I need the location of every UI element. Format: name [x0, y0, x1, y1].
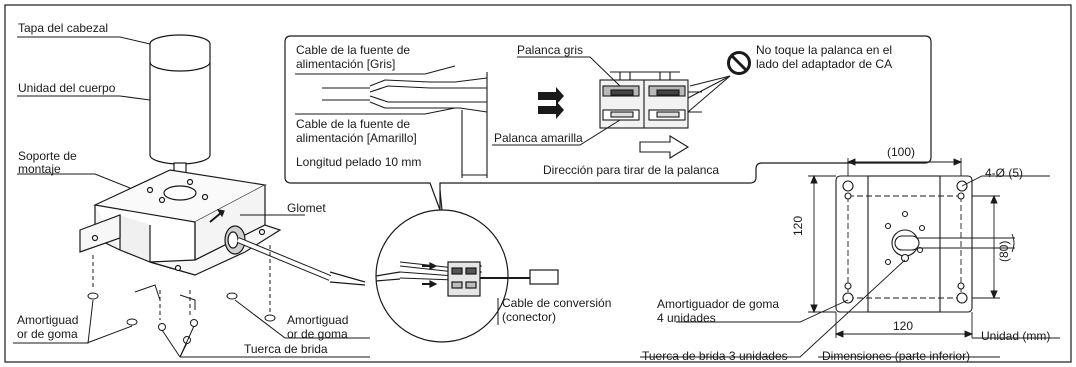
lever-connector [599, 71, 702, 129]
label-glomet: Glomet [287, 201, 326, 215]
dim-bottom-view: Dimensiones (parte inferior) [822, 349, 971, 363]
dim-height-outer: 120 [791, 215, 805, 236]
label-strip-length: Longitud pelado 10 mm [296, 155, 422, 169]
outer-border [4, 4, 1072, 363]
arrow-outline-right-icon [639, 135, 690, 159]
stripped-wires [295, 65, 488, 178]
label-conversion-cable-1: Cable de conversión [502, 296, 612, 310]
dim-flange-nut-count: Tuerca de brida 3 unidades [642, 349, 788, 363]
label-gray-cable-1: Cable de la fuente de [296, 43, 411, 57]
label-gray-lever: Palanca gris [517, 43, 584, 57]
label-rubber-damper-left-2: or de goma [17, 327, 78, 341]
label-rubber-damper-right-2: or de goma [287, 327, 348, 341]
label-conversion-cable-2: (conector) [502, 310, 557, 324]
label-body-unit: Unidad del cuerpo [18, 81, 116, 95]
callout-leaders [492, 56, 731, 146]
label-mount-bracket-1: Soporte de [18, 149, 77, 163]
dim-rubber-damper-count-2: 4 unidades [657, 311, 716, 325]
label-gray-cable-2: alimentación [Gris] [296, 57, 396, 71]
label-rubber-damper-left-1: Amortiguad [17, 313, 79, 327]
left-leaders [13, 36, 370, 358]
dim-width-inner: (100) [887, 145, 916, 159]
connector-detail [375, 189, 559, 343]
label-yellow-cable-1: Cable de la fuente de [296, 117, 411, 131]
label-yellow-lever: Palanca amarilla [494, 131, 583, 145]
body-cylinder [149, 44, 211, 165]
tower-light-assembly [79, 34, 366, 286]
dim-width-outer: 120 [893, 319, 914, 333]
arrow-right-icon [538, 87, 564, 119]
label-yellow-cable-2: alimentación [Amarillo] [296, 131, 417, 145]
dim-unit: Unidad (mm) [981, 329, 1051, 343]
dimension-lines [640, 158, 1060, 358]
dim-hole-spec: 4-Ø (5) [985, 166, 1024, 180]
dim-height-inner: (80) [997, 240, 1011, 262]
prohibition-icon [727, 51, 751, 75]
label-head-cap: Tapa del cabezal [18, 21, 109, 35]
label-warning-1: No toque la palanca en el [756, 43, 893, 57]
bottom-view-plate [835, 175, 1015, 313]
label-warning-2: lado del adaptador de CA [756, 57, 893, 71]
label-pull-direction: Dirección para tirar de la palanca [543, 163, 720, 177]
label-rubber-damper-right-1: Amortiguad [287, 313, 349, 327]
label-mount-bracket-2: montaje [18, 162, 61, 176]
dampers-and-nuts [87, 245, 276, 344]
dim-rubber-damper-count-1: Amortiguador de goma [657, 297, 780, 311]
label-flange-nut: Tuerca de brida [244, 342, 328, 356]
